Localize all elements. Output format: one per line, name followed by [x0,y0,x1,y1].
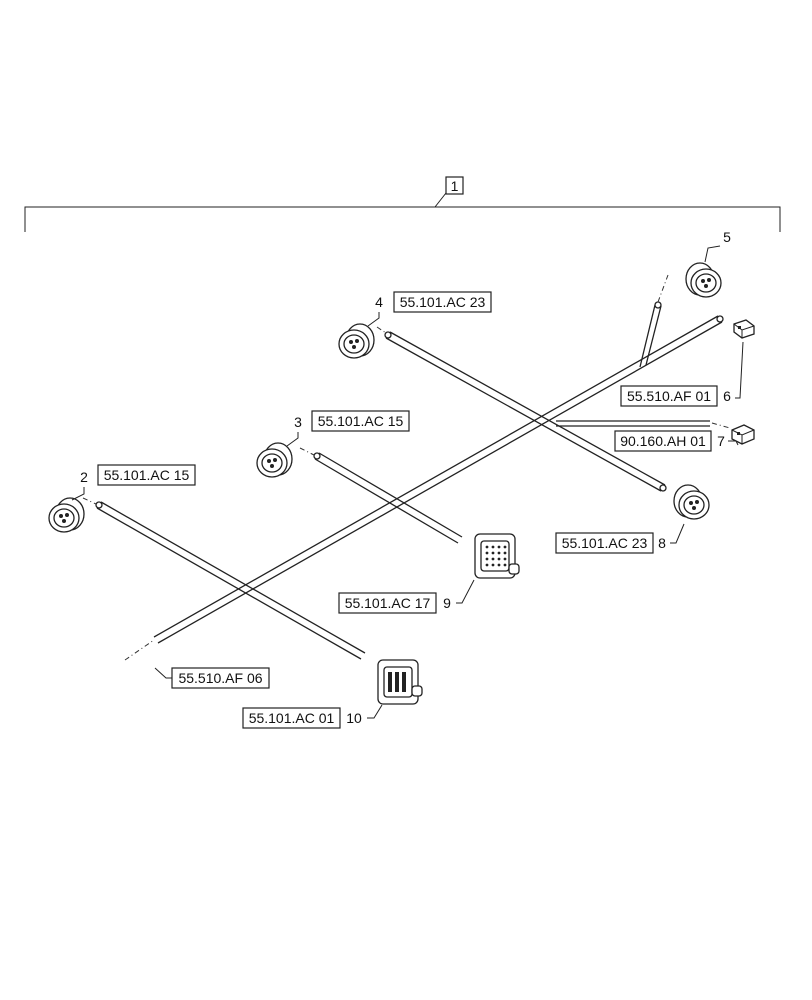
wire-4-8 [376,326,667,492]
round-connector-icon [338,323,375,359]
item-3-number: 3 [294,414,302,430]
item-2-ref: 55.101.AC 15 [104,467,190,483]
item-10-number: 10 [346,710,362,726]
callout-item-4: 4 55.101.AC 23 [367,291,492,327]
wire-3-9 [299,447,463,544]
rectangular-connector-icon [377,659,423,705]
round-connector-icon [685,262,722,298]
item-4-ref: 55.101.AC 23 [400,294,486,310]
callout-item-3: 3 55.101.AC 15 [286,410,410,447]
callout-item-7: 90.160.AH 01 7 [614,430,739,452]
item-6-number: 6 [723,388,731,404]
round-connector-icon [48,497,85,533]
callout-harness-end: 55.510.AF 06 [154,667,270,689]
item-7-ref: 90.160.AH 01 [620,433,706,449]
item-3-ref: 55.101.AC 15 [318,413,404,429]
callout-item-8: 55.101.AC 23 8 [555,523,685,554]
small-plug-icon [731,424,755,445]
small-plug-icon [733,319,755,339]
wire-2-10 [82,497,366,660]
round-connector-icon [256,442,293,478]
callout-item-5: 5 [704,229,731,263]
item-7-number: 7 [717,433,725,449]
item-6-ref: 55.510.AF 01 [627,388,711,404]
item-4-number: 4 [375,294,383,310]
round-connector-icon [673,484,710,520]
assembly-bracket: 1 [24,176,781,232]
item-8-ref: 55.101.AC 23 [562,535,648,551]
item-1-label: 1 [451,178,459,194]
item-2-number: 2 [80,469,88,485]
item-10-ref: 55.101.AC 01 [249,710,335,726]
item-8-number: 8 [658,535,666,551]
callout-item-9: 55.101.AC 17 9 [338,579,475,614]
item-9-ref: 55.101.AC 17 [345,595,431,611]
callout-item-6: 55.510.AF 01 6 [620,341,744,407]
harness-end-ref: 55.510.AF 06 [178,670,262,686]
callout-item-2: 2 55.101.AC 15 [71,464,196,501]
item-9-number: 9 [443,595,451,611]
callout-item-10: 55.101.AC 01 10 [242,704,383,729]
item-5-number: 5 [723,229,731,245]
rectangular-connector-icon [474,533,520,579]
main-trunk [124,274,731,661]
